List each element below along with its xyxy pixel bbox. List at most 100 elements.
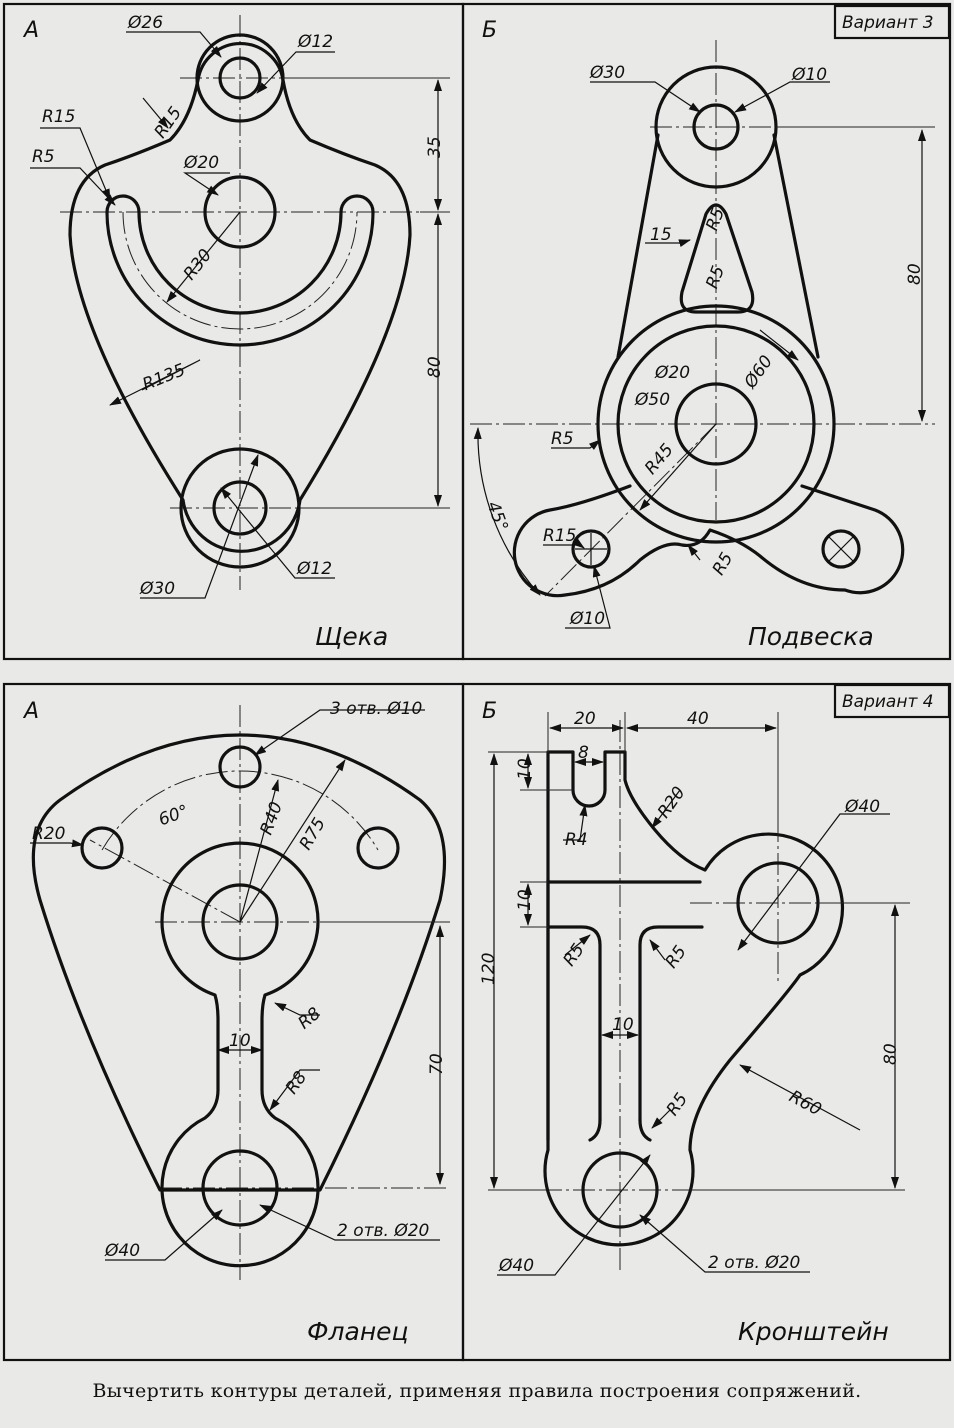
dim-label: Ø20	[654, 363, 690, 383]
dim-label: Ø12	[296, 559, 332, 579]
dim-label: R8	[282, 1068, 311, 1098]
dim-label: R5	[551, 429, 574, 449]
dim-label: R135	[140, 360, 189, 395]
inner-pocket-fillet	[588, 1118, 602, 1142]
variant-label: Вариант 3	[842, 13, 934, 33]
dim-label: R40	[257, 799, 287, 837]
inner-pocket-fillet	[638, 1118, 652, 1142]
bolt-hole-left	[80, 826, 124, 870]
panel-letter: А	[22, 18, 39, 43]
dim-label: R20	[32, 824, 65, 844]
dim-label: R8	[295, 1004, 325, 1034]
leader-line	[739, 1064, 861, 1131]
flange-outline	[31, 733, 447, 1192]
leader-line	[30, 167, 116, 206]
dim-label: 10	[515, 889, 535, 911]
part-name: Подвеска	[748, 622, 874, 651]
dim-label: R15	[151, 103, 187, 142]
dim-label: 120	[479, 953, 499, 985]
leader-line	[649, 939, 666, 961]
bottom-hole	[212, 480, 268, 536]
panel-letter: Б	[482, 699, 497, 724]
bottom-hole	[201, 1149, 279, 1227]
leader-line	[734, 81, 830, 113]
dim-label: R20	[654, 783, 690, 822]
bolt-circle-arc	[101, 770, 379, 851]
leader-line	[166, 211, 241, 303]
panel-bracket: Б Вариант 4	[461, 682, 952, 1362]
dim-label: R15	[42, 107, 75, 127]
dim-label: R5	[32, 147, 55, 167]
dim-label: Ø10	[791, 65, 827, 85]
dim-label: R5	[709, 549, 738, 579]
central-hole	[201, 883, 279, 961]
center-hole	[203, 175, 277, 249]
dim-label: 15	[650, 225, 672, 245]
dim-label: 3 отв. Ø10	[330, 699, 422, 719]
panel-hanger: Б Вариант 3	[461, 2, 952, 661]
dim-label: 70	[427, 1053, 447, 1075]
dim-label: R75	[296, 815, 330, 854]
centerline	[89, 839, 241, 923]
leader-line	[40, 127, 111, 201]
leader-line	[645, 239, 691, 247]
variant-box	[833, 683, 951, 719]
leader-line	[183, 172, 230, 196]
dim-label: Ø26	[127, 13, 163, 33]
leader-line	[639, 1214, 810, 1273]
dim-label: 80	[881, 1043, 901, 1065]
bottom-boss-circle	[179, 447, 301, 569]
leader-line	[274, 1002, 320, 1016]
dim-label: R5	[559, 940, 588, 970]
leader-line	[105, 1209, 223, 1261]
dim-label: R15	[543, 526, 576, 546]
part-name: Фланец	[307, 1317, 409, 1346]
dim-label: 20	[574, 709, 596, 729]
bolt-hole-right	[356, 826, 400, 870]
leader-line	[220, 487, 335, 579]
panel-frame	[461, 682, 952, 1362]
leader-line	[551, 439, 601, 450]
panel-cheek: А Ø26 Ø12 R15	[2, 2, 465, 661]
leader-line	[565, 565, 611, 629]
dim-label: Ø40	[498, 1256, 534, 1276]
top-hole	[218, 56, 262, 100]
central-hole	[674, 382, 758, 466]
leader-line	[126, 31, 222, 58]
left-arm-hole	[571, 529, 611, 569]
panel-frame	[2, 2, 465, 661]
slot-centerline	[122, 211, 358, 330]
inner-pocket-right	[638, 925, 704, 1122]
inner-contour	[160, 841, 320, 1268]
leader-line	[590, 81, 701, 113]
right-arm-hole	[821, 529, 861, 569]
leader-line	[639, 423, 717, 511]
dim-label: 8	[578, 743, 589, 763]
dim-label: 10	[612, 1015, 634, 1035]
leader-line	[259, 1204, 440, 1241]
leader-line	[564, 934, 591, 956]
dim-label: R5	[663, 1090, 692, 1120]
top-hole	[692, 103, 740, 151]
leader-line	[759, 329, 799, 361]
dim-label: 2 отв. Ø20	[708, 1253, 800, 1273]
dim-label: Ø20	[183, 153, 219, 173]
panel-letter: Б	[482, 18, 497, 43]
leader-line	[256, 51, 335, 94]
central-boss-inner	[616, 324, 816, 524]
bracket-outline	[543, 750, 845, 1247]
part-name: Кронштейн	[738, 1317, 889, 1346]
dim-label: Ø30	[139, 579, 175, 599]
leader-line	[269, 1069, 320, 1111]
leader-line	[239, 779, 280, 923]
dim-label: R5	[702, 263, 729, 291]
leader-line	[737, 813, 890, 951]
dim-label: R60	[786, 1087, 825, 1120]
panel-flange: А 3 отв. Ø10 R20 60° R40 R75 R8 10 R8	[2, 682, 465, 1362]
inner-pocket-left	[546, 925, 602, 1122]
dim-label: Ø30	[589, 63, 625, 83]
angle-dimension-arc	[473, 427, 541, 596]
dim-label: 80	[905, 263, 925, 285]
dim-label: Ø60	[740, 352, 777, 393]
arc-slot	[105, 194, 375, 347]
